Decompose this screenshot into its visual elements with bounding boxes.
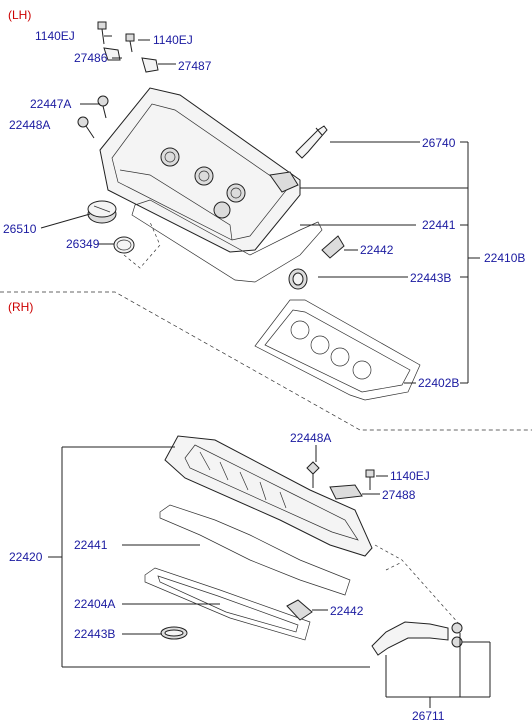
gasket-22404a [144,567,311,641]
bolt-1140ej-rh [365,469,375,490]
plug-22442-rh [286,599,313,621]
o-ring-26349 [113,236,135,254]
label-26711: 26711 [412,709,445,723]
label-22410b: 22410B [484,251,526,265]
bolt-1140ej-left [97,21,107,45]
label-22448a-lh: 22448A [9,118,51,132]
valve-cover-rh [164,435,373,557]
label-26740: 26740 [422,136,456,150]
label-1140ej-left: 1140EJ [35,29,75,43]
section-divider [0,291,532,431]
hose-26711 [371,621,463,656]
label-22420: 22420 [9,550,43,564]
oil-filler-cap-26510 [87,200,117,224]
label-22402b: 22402B [418,376,460,390]
label-22442-rh: 22442 [330,604,364,618]
section-label-lh: (LH) [8,8,32,22]
seal-22443b-lh [288,268,308,290]
label-22447a: 22447A [30,97,72,111]
gasket-22441-lh [131,199,323,283]
gasket-22402b [254,299,421,401]
bracket-27486 [103,47,121,61]
label-27488: 27488 [382,488,416,502]
valve-cover-lh [99,87,301,253]
label-22443b-lh: 22443B [410,271,452,285]
plug-22442-lh [321,235,345,259]
bolt-22448a-rh [306,461,320,488]
bolt-22448a-lh [77,116,95,139]
bolt-1140ej-right [125,33,135,53]
pcv-valve-26740 [295,125,328,159]
label-27487: 27487 [178,59,212,73]
label-26510: 26510 [3,222,37,236]
bolt-22447a [97,95,109,119]
label-26349: 26349 [66,237,100,251]
label-22443b-rh: 22443B [74,627,116,641]
label-1140ej-right: 1140EJ [153,33,193,47]
label-22404a: 22404A [74,597,116,611]
seal-22443b-rh [160,626,188,640]
label-22448a-rh: 22448A [290,431,332,445]
label-22441-rh: 22441 [74,538,108,552]
bracket-27488 [329,484,363,500]
label-1140ej-rh: 1140EJ [390,469,430,483]
label-22442-lh: 22442 [360,243,394,257]
gasket-22441-rh [159,504,351,596]
bracket-27487 [141,57,159,73]
label-22441-lh: 22441 [422,218,456,232]
section-label-rh: (RH) [8,300,34,314]
label-27486: 27486 [74,51,108,65]
